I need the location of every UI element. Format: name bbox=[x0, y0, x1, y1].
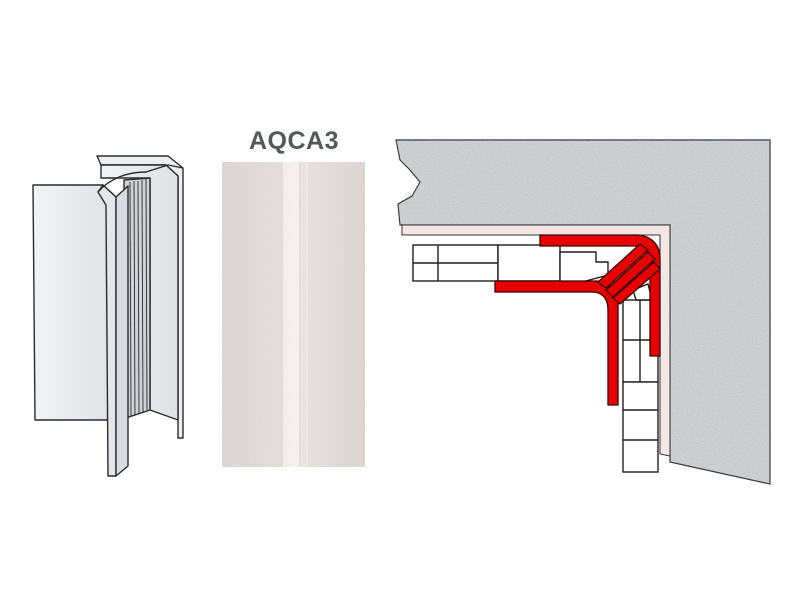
profile-right-wing bbox=[100, 164, 179, 421]
corner-profile-illustration-icon bbox=[32, 155, 184, 477]
adhesive-layer bbox=[401, 224, 671, 457]
tile-connector bbox=[559, 251, 609, 283]
concrete-texture bbox=[396, 140, 770, 484]
horizontal-tiles bbox=[412, 244, 561, 282]
profile-left-wing bbox=[32, 184, 117, 421]
corner-section-diagram-icon bbox=[395, 139, 771, 485]
profile-top-curl bbox=[97, 164, 184, 193]
seal-profile bbox=[494, 234, 661, 406]
seal-fin-3 bbox=[612, 261, 661, 305]
swatch-highlight bbox=[283, 162, 301, 467]
seal-fin-2 bbox=[605, 251, 656, 298]
seal-main-arm bbox=[494, 280, 619, 406]
tile-v-2 bbox=[622, 381, 659, 473]
product-code-label: AQCA3 bbox=[248, 127, 339, 155]
finish-swatch-icon bbox=[222, 162, 365, 467]
tile-h-2 bbox=[497, 244, 561, 282]
seal-fin-1 bbox=[597, 243, 649, 289]
profile-spine bbox=[115, 185, 129, 477]
